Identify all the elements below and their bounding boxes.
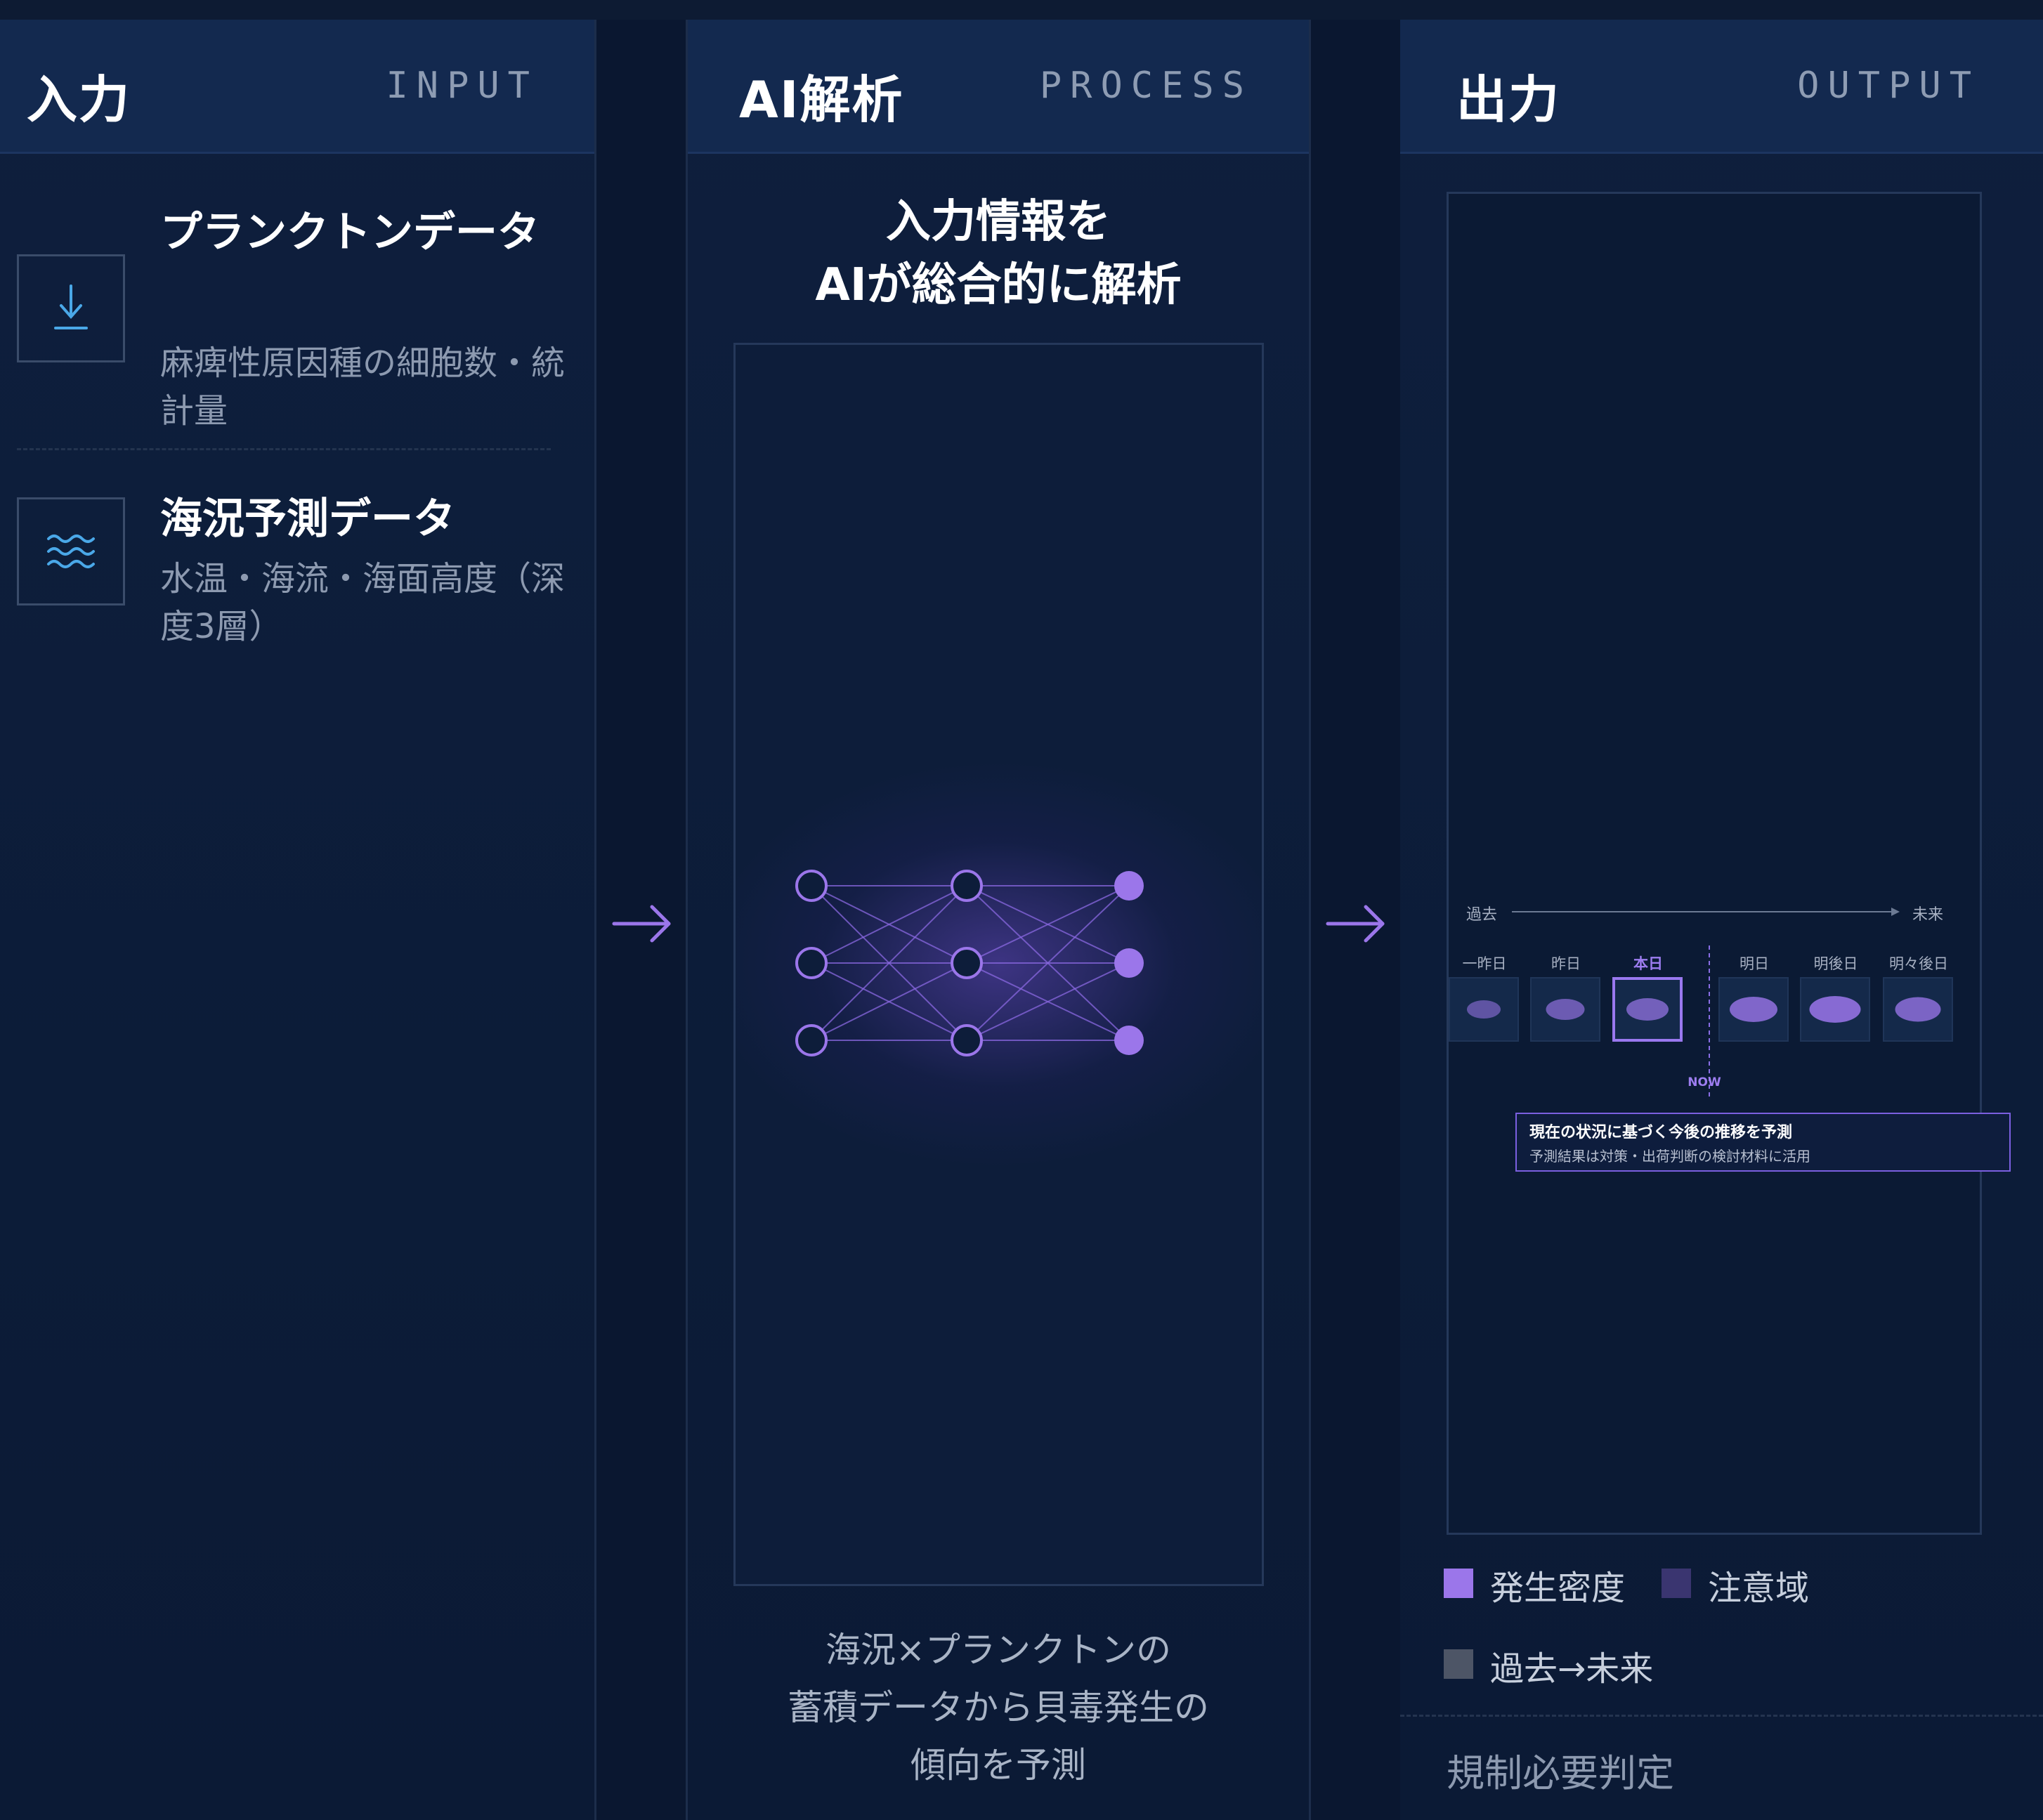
network-node — [951, 947, 983, 979]
timeline-day-label: 本日 — [1633, 955, 1663, 972]
network-node — [951, 870, 983, 902]
forecast-panel: 過去 未来 一昨日 昨日 本日 NOW 明日 明後日 明々後日 現在の状況に基づく今後の推移… — [1447, 192, 2011, 1535]
input-title: 入力 — [27, 70, 131, 129]
output-node — [1114, 948, 1144, 978]
process-title-en: PROCESS — [1039, 65, 1253, 107]
forecast-thumbnail — [1530, 977, 1600, 1042]
density-blob — [1546, 999, 1585, 1020]
output-divider — [1400, 1715, 2043, 1717]
neural-network-panel — [733, 343, 1264, 1586]
network-node — [795, 947, 828, 979]
timeline-day-label: 明日 — [1740, 955, 1769, 972]
network-edge — [966, 885, 1130, 964]
timeline-day-label: 一昨日 — [1462, 955, 1507, 972]
input-header: 入力 INPUT — [0, 20, 594, 154]
network-node — [795, 1024, 828, 1056]
download-icon — [17, 254, 125, 362]
network-node — [951, 1024, 983, 1056]
density-blob — [1809, 996, 1861, 1023]
forecast-thumbnail — [1800, 977, 1870, 1042]
input-divider — [17, 448, 551, 450]
process-heading-line: 入力情報を — [886, 196, 1111, 248]
output-node — [1114, 871, 1144, 901]
input-item-title: プランクトンデータ — [160, 208, 540, 257]
density-blob — [1895, 997, 1941, 1022]
legend-swatch — [1444, 1649, 1473, 1679]
output-column: 出力 OUTPUT 過去 未来 一昨日 昨日 本日 NOW 明日 明後日 明々後日 現在の状… — [1400, 20, 2043, 1820]
network-node — [795, 870, 828, 902]
forecast-thumbnail — [1718, 977, 1789, 1042]
network-edge — [811, 885, 967, 1041]
forecast-thumbnail — [1612, 977, 1683, 1042]
legend-label: 発生密度 — [1490, 1569, 1626, 1608]
output-node — [1114, 1026, 1144, 1055]
neural-network-diagram — [795, 870, 1144, 1056]
now-marker-line — [1709, 945, 1710, 1100]
output-title: 出力 — [1456, 70, 1561, 129]
legend-swatch — [1444, 1569, 1473, 1598]
process-caption-line: 海況×プランクトンの — [825, 1630, 1171, 1670]
process-caption-line: 蓄積データから貝毒発生の — [788, 1687, 1209, 1728]
now-label: NOW — [1688, 1075, 1721, 1089]
regulation-judgement-label: 規制必要判定 — [1447, 1751, 1674, 1795]
legend-swatch — [1662, 1569, 1691, 1598]
process-caption: 海況×プランクトンの 蓄積データから貝毒発生の 傾向を予測 — [688, 1621, 1309, 1794]
process-caption-line: 傾向を予測 — [910, 1745, 1086, 1786]
gutter-left — [596, 20, 686, 1820]
legend-label: 注意域 — [1708, 1569, 1810, 1608]
density-blob — [1730, 997, 1777, 1022]
density-blob — [1467, 1000, 1501, 1019]
arrow-right-icon — [1326, 905, 1385, 943]
process-header: AI解析 PROCESS — [688, 20, 1309, 154]
timeline-future-label: 未来 — [1912, 906, 1944, 924]
timeline-day-label: 昨日 — [1551, 955, 1581, 972]
forecast-note-subtitle: 予測結果は対策・出荷判断の検討材料に活用 — [1529, 1148, 1810, 1165]
input-item-title: 海況予測データ — [160, 495, 455, 544]
legend-label: 過去→未来 — [1490, 1649, 1654, 1689]
timeline-day-label: 明々後日 — [1889, 955, 1948, 972]
process-title: AI解析 — [739, 70, 904, 129]
forecast-thumbnail — [1449, 977, 1519, 1042]
arrow-right-icon — [612, 905, 671, 943]
waves-icon — [17, 497, 125, 605]
process-column: AI解析 PROCESS 入力情報を AIが総合的に解析 海況×プランクトンの … — [686, 20, 1311, 1820]
forecast-thumbnail — [1883, 977, 1953, 1042]
process-heading-line: AIが総合的に解析 — [815, 259, 1182, 311]
output-title-en: OUTPUT — [1797, 65, 1980, 107]
network-edge — [966, 962, 1130, 1041]
top-bar — [0, 0, 2043, 21]
input-item-desc: 水温・海流・海面高度（深度3層） — [160, 559, 566, 646]
process-heading: 入力情報を AIが総合的に解析 — [688, 190, 1309, 317]
input-column: 入力 INPUT プランクトンデータ 麻痺性原因種の細胞数・統計量 — [0, 20, 596, 1820]
network-edge — [966, 885, 1130, 1041]
timeline-arrow-icon — [1512, 908, 1900, 916]
timeline-day-label: 明後日 — [1813, 955, 1858, 972]
network-edge — [811, 962, 967, 1041]
gutter-right — [1309, 20, 1400, 1820]
output-header: 出力 OUTPUT — [1400, 20, 2043, 154]
density-blob — [1626, 998, 1669, 1021]
network-edge — [811, 885, 967, 964]
input-item-desc: 麻痺性原因種の細胞数・統計量 — [160, 343, 566, 431]
forecast-note-title: 現在の状況に基づく今後の推移を予測 — [1529, 1124, 1793, 1141]
forecast-note: 現在の状況に基づく今後の推移を予測 予測結果は対策・出荷判断の検討材料に活用 — [1515, 1113, 2011, 1172]
input-title-en: INPUT — [386, 65, 538, 107]
timeline-past-label: 過去 — [1466, 906, 1498, 924]
